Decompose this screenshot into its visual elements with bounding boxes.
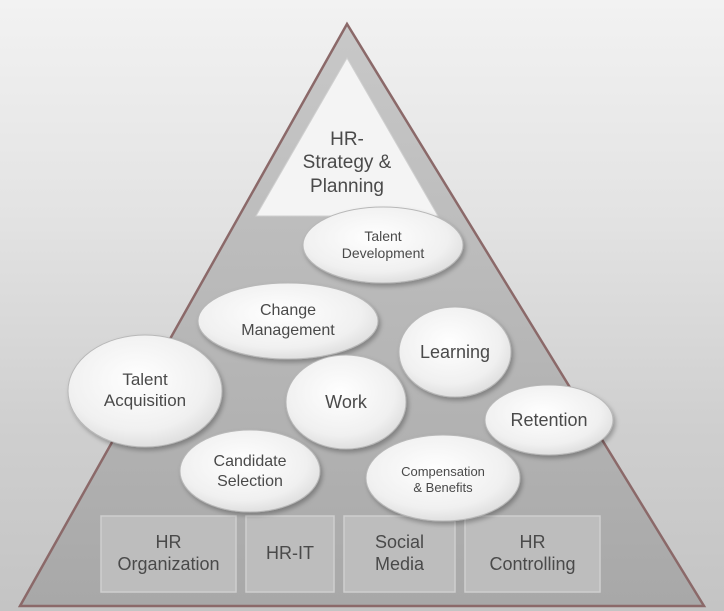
bubble-talent-acquisition xyxy=(67,334,223,448)
bubble-talent-development xyxy=(302,206,464,284)
base-box-hr-organization xyxy=(100,515,237,593)
base-box-hr-it xyxy=(245,515,335,593)
bubble-learning xyxy=(398,306,512,398)
bubble-change-management xyxy=(197,282,379,360)
bubble-compensation-benefits xyxy=(365,434,521,522)
base-box-social-media xyxy=(343,515,456,593)
base-box-hr-controlling xyxy=(464,515,601,593)
bubble-retention xyxy=(484,384,614,456)
bubble-work xyxy=(285,354,407,450)
bubble-candidate-selection xyxy=(179,429,321,513)
